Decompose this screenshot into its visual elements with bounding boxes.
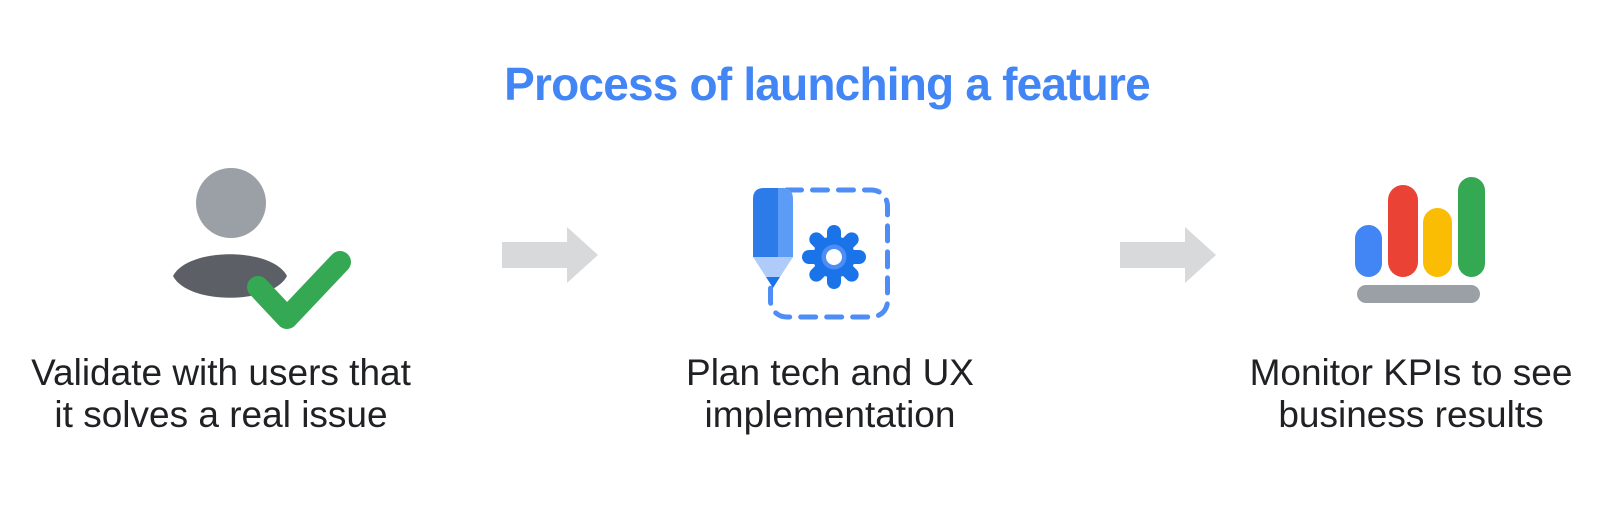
caption-line: it solves a real issue [54,394,388,435]
person-head [196,168,266,238]
gear-hole [826,249,842,265]
pencil-gear-icon [753,187,890,320]
caption-line: Plan tech and UX [686,352,974,393]
bar-red [1388,185,1418,277]
arrow-right-icon [1120,227,1216,283]
pencil-tip [766,277,780,288]
dashed-box [768,187,890,320]
step-3-caption: Monitor KPIs to see business results [1211,352,1600,436]
caption-line: implementation [704,394,956,435]
bar-blue [1355,225,1382,277]
chart-base [1357,285,1480,303]
gear-icon [802,225,866,289]
step-2-caption: Plan tech and UX implementation [630,352,1030,436]
caption-line: Validate with users that [31,352,411,393]
arrow-shape [1120,227,1216,283]
arrow-right-icon [502,227,598,283]
checkmark-icon [247,251,351,329]
arrow-shape [502,227,598,283]
step-1-caption: Validate with users that it solves a rea… [21,352,421,436]
bar-chart-icon [1355,177,1485,303]
pencil-wood [753,257,793,277]
bar-green [1458,177,1485,277]
user-check-icon [173,168,351,329]
bar-yellow [1423,208,1452,277]
pencil-body [753,188,793,257]
caption-line: business results [1278,394,1544,435]
caption-line: Monitor KPIs to see [1249,352,1573,393]
page-title: Process of launching a feature [504,58,1151,110]
